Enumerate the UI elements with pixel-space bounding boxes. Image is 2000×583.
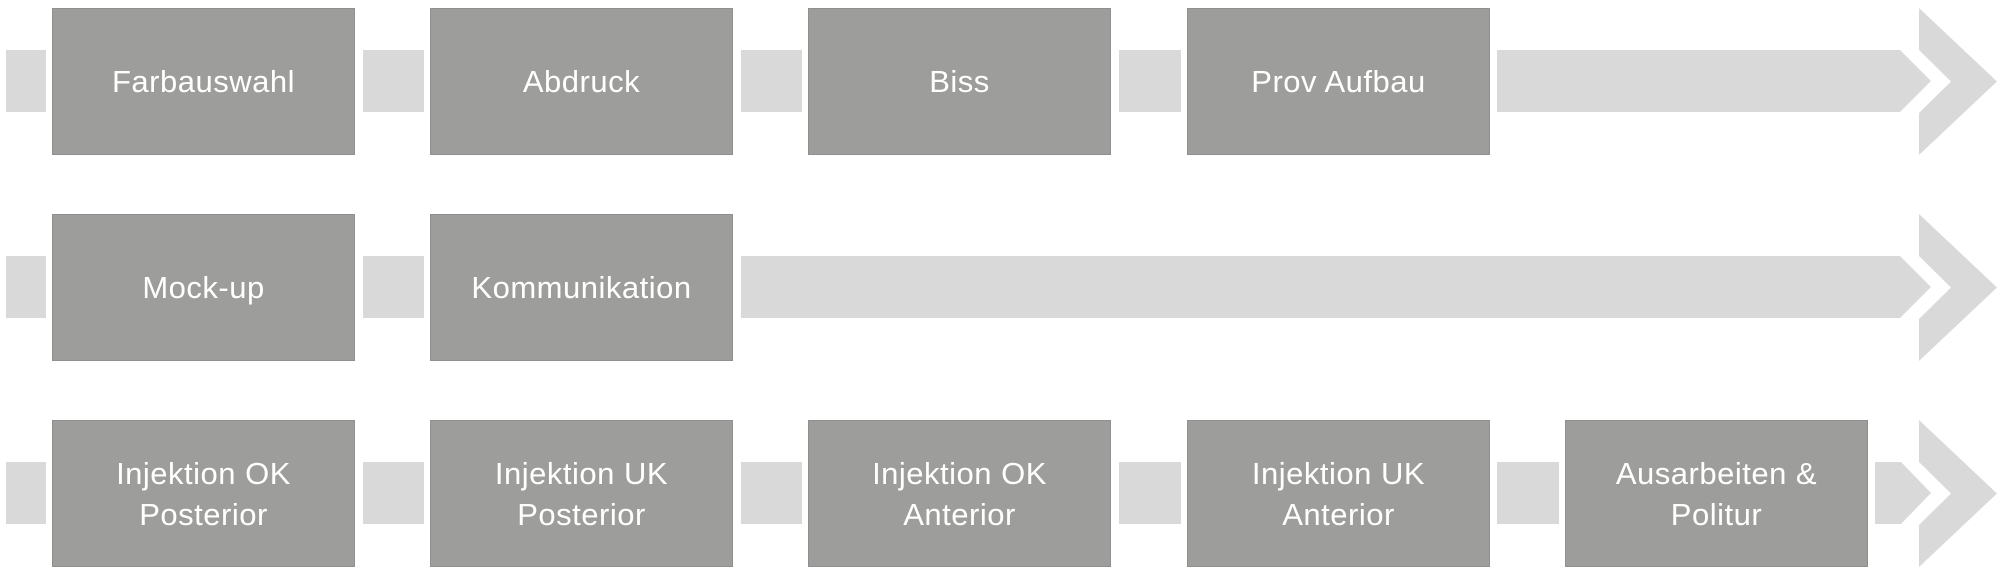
step-label: Ausarbeiten & Politur <box>1615 455 1818 532</box>
step-connector <box>363 50 424 112</box>
process-step: Biss <box>808 8 1111 155</box>
process-step: Injektion OK Anterior <box>808 420 1111 567</box>
arrow-chevron-icon <box>1919 8 1997 155</box>
row-start-connector <box>6 50 46 112</box>
step-label: Injektion UK Anterior <box>1251 455 1426 532</box>
step-label: Kommunikation <box>471 270 692 305</box>
step-label: Prov Aufbau <box>1251 64 1426 99</box>
step-label: Injektion OK Posterior <box>116 455 291 532</box>
step-connector <box>1497 462 1559 524</box>
process-row-3: Injektion OK Posterior Injektion UK Post… <box>0 420 2000 567</box>
arrow-chevron-icon <box>1919 214 1997 361</box>
step-label: Injektion OK Anterior <box>872 455 1047 532</box>
step-connector <box>741 462 802 524</box>
process-row-2: Mock-up Kommunikation <box>0 214 2000 361</box>
arrow-shaft <box>741 256 1931 318</box>
step-label: Mock-up <box>142 270 265 305</box>
process-step: Mock-up <box>52 214 355 361</box>
process-step: Injektion OK Posterior <box>52 420 355 567</box>
process-step: Kommunikation <box>430 214 733 361</box>
step-label: Farbauswahl <box>112 64 295 99</box>
process-step: Ausarbeiten & Politur <box>1565 420 1868 567</box>
step-connector <box>363 256 424 318</box>
step-label: Injektion UK Posterior <box>494 455 669 532</box>
process-step: Farbauswahl <box>52 8 355 155</box>
arrow-shaft <box>1875 462 1931 524</box>
step-connector <box>363 462 424 524</box>
process-row-1: Farbauswahl Abdruck Biss Prov Aufbau <box>0 8 2000 155</box>
arrow-chevron-icon <box>1919 420 1997 567</box>
process-step: Injektion UK Posterior <box>430 420 733 567</box>
step-connector <box>1119 462 1181 524</box>
step-connector <box>1119 50 1181 112</box>
arrow-shaft <box>1497 50 1931 112</box>
row-start-connector <box>6 462 46 524</box>
process-step: Abdruck <box>430 8 733 155</box>
process-step: Injektion UK Anterior <box>1187 420 1490 567</box>
step-connector <box>741 50 802 112</box>
step-label: Biss <box>929 64 990 99</box>
step-label: Abdruck <box>522 64 641 99</box>
process-step: Prov Aufbau <box>1187 8 1490 155</box>
row-start-connector <box>6 256 46 318</box>
